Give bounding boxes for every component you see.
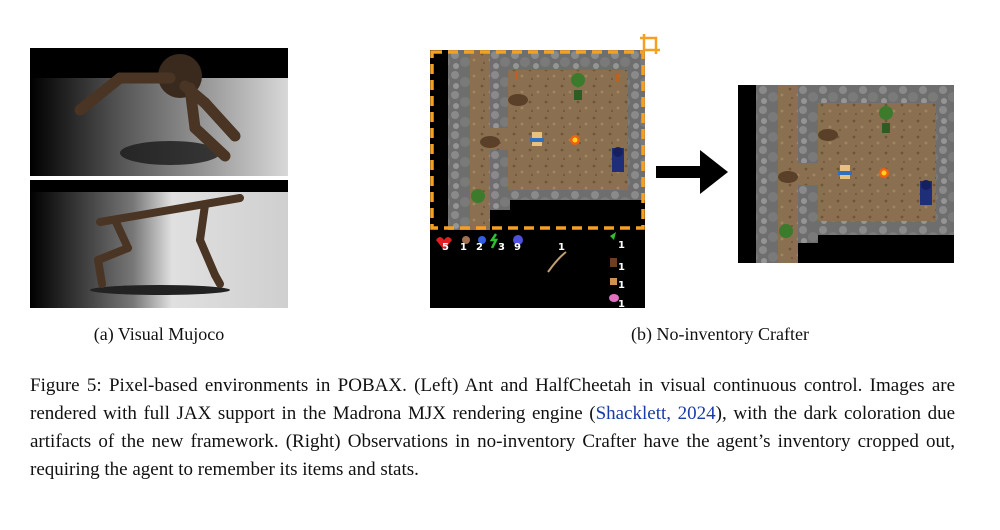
hud-item4: 1 — [618, 299, 625, 308]
mujoco-ant-render — [30, 48, 288, 176]
hud-item3: 1 — [618, 280, 625, 291]
hud-item2: 1 — [618, 262, 625, 273]
hud-mana: 9 — [514, 242, 521, 253]
crafter-cropped-observation — [738, 85, 954, 263]
figure-caption: Figure 5: Pixel-based environments in PO… — [30, 372, 955, 484]
citation-link[interactable]: Shacklett, 2024 — [595, 403, 716, 424]
hud-item1: 1 — [618, 240, 625, 251]
hud-bow: 1 — [558, 242, 565, 253]
subfigure-caption-a: (a) Visual Mujoco — [93, 324, 225, 344]
hud-drink: 2 — [476, 242, 483, 253]
crafter-full-observation: 5 1 2 3 9 1 1 1 1 1 — [430, 50, 645, 308]
caption-text-part1: Pixel-based environments in POBAX. (Left… — [30, 375, 956, 424]
figure-label: Figure 5: — [30, 375, 102, 396]
mujoco-halfcheetah-render — [30, 180, 288, 308]
crop-icon — [640, 34, 660, 54]
hud-food: 1 — [460, 242, 467, 253]
hud-health: 5 — [442, 242, 449, 253]
subfigure-caption-b: (b) No-inventory Crafter — [631, 324, 809, 344]
hud-energy: 3 — [498, 242, 505, 253]
caption-text-part2: ), with the dark coloration due artifact… — [30, 403, 956, 480]
arrow-right-icon — [656, 150, 728, 194]
